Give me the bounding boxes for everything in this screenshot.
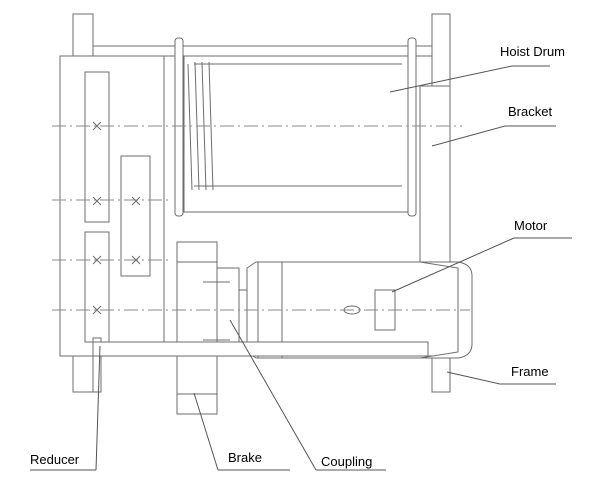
bearing-marks [92,121,141,315]
label-coupling: Coupling [321,454,372,469]
hoist-drum [174,37,417,217]
label-bracket: Bracket [508,104,552,119]
brake [176,241,218,415]
label-hoist-drum: Hoist Drum [500,44,565,59]
label-reducer: Reducer [30,452,80,467]
reducer-gears [84,71,151,393]
base-frame [92,341,432,357]
label-brake: Brake [228,450,262,465]
label-frame: Frame [511,364,549,379]
leader-lines [30,65,572,471]
left-frame-plate [59,13,179,393]
shaft-axes [52,125,470,311]
label-motor: Motor [514,218,548,233]
